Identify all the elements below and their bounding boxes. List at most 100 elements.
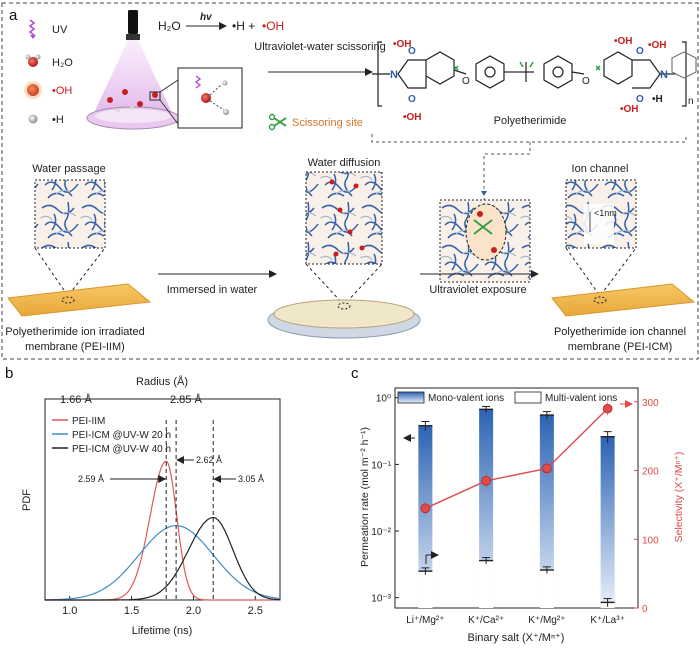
legend-uv: UV [52,24,68,36]
atom-o-ether-right: O [582,76,590,87]
title-water-passage: Water passage [32,163,106,175]
uv-wave-icon [28,19,36,36]
y-tick-label-c-right-1: 100 [642,535,659,546]
x-tick-label-c-2: K⁺/Mg²⁺ [528,615,565,626]
oh-attach-1: •OH [393,39,412,50]
legend-c-1: Mono-valent ions [428,393,504,404]
x-tick-label-c-1: K⁺/Ca²⁺ [468,615,504,626]
x-tick-label-b-3: 2.5 [248,605,263,617]
polymer-name: Polyetherimide [494,115,567,127]
oh-attach-2: •OH [403,112,422,123]
legend-h: •H [52,114,64,126]
point-sel-3 [602,403,613,414]
uv-lamp-icon [128,10,138,34]
legend-c: Mono-valent ions Multi-valent ions [397,391,617,404]
x-tick-label-b-1: 1.5 [124,605,139,617]
scissor-site-legend: Scissoring site [268,113,363,131]
oh-attach-3: •OH [614,36,633,47]
label-uv-exposure: Ultraviolet exposure [429,284,526,296]
y-tick-label-c-right-3: 300 [642,398,659,409]
panel-c-letter: c [351,365,359,382]
point-sel-0 [420,503,431,514]
caption-icm-1: Polyetherimide ion channel [554,326,686,338]
point-sel-1 [481,476,491,486]
scissoring-label: Ultraviolet-water scissoring [254,41,385,53]
hydroxyl-radical-icon [27,84,39,96]
legend-b: PEI-IIM PEI-ICM @UV-W 20 h PEI-ICM @UV-W… [52,416,171,455]
atom-o-left-bottom: O [408,94,416,105]
membrane-icm [551,283,696,317]
annot-label-b-1: 2.62 Å [196,455,222,465]
x-ticks-b: 1.0 1.5 2.0 2.5 [62,596,263,617]
uv-lamp-illustration [86,10,243,130]
legend-oh: •OH [52,85,72,97]
xlabel-c: Binary salt (X⁺/Mⁿ⁺) [468,632,565,644]
atom-o-left-top: O [408,46,416,57]
selectivity-line [420,401,613,516]
legend-b-2: PEI-ICM @UV-W 20 h [72,430,171,441]
uv-light-beam [92,40,174,117]
caption-icm-2: membrane (PEI-ICM) [568,341,673,353]
xlabel-b: Lifetime (ns) [132,625,193,637]
ylabel-c-right: Selectivity (X⁺/Mⁿ⁺) [673,452,685,543]
annot-label-b-2: 3.05 Å [238,474,264,484]
atom-n-right: N [660,69,668,81]
x-tick-label-b-0: 1.0 [62,605,77,617]
title-ion-channel: Ion channel [572,163,629,175]
y-tick-label-c-left-2: 10⁻¹ [371,460,391,471]
legend-b-1: PEI-IIM [72,416,105,427]
hydrogen-radical-icon [28,114,38,124]
x-tick-label-c-3: K⁺/La³⁺ [590,615,624,626]
bar-mono-2 [539,415,554,608]
panel-c: c Permeation rate (mol m⁻² h⁻¹) Selectiv… [351,365,685,644]
oh-attach-4: •OH [648,40,667,51]
y-tick-label-c-right-2: 200 [642,467,659,478]
reaction-oh: •OH [262,19,284,33]
uv-arrow-icon [30,35,36,39]
x-tick-label-b-2: 2.0 [186,605,201,617]
atom-o-right-bottom: O [636,94,644,105]
legend-h2o: H₂O [52,57,73,69]
annotations-b: 2.59 Å 2.62 Å 3.05 Å [78,420,264,600]
bars-c [418,405,615,608]
point-sel-2 [542,463,552,474]
scissor-region [465,203,507,261]
series-curves-b [44,460,281,601]
panel-b-letter: b [5,365,13,382]
reaction-left: H₂O [158,19,181,33]
bar-mono-3 [600,436,615,608]
top-tick-1: 1.66 Å [60,393,92,406]
bar-mono-1 [479,409,494,608]
label-immersed: Immersed in water [167,284,258,296]
bar-multi-1 [479,560,494,608]
axes-c: 10⁻³10⁻²10⁻¹10⁰0100200300Li⁺/Mg²⁺K⁺/Ca²⁺… [371,394,659,626]
plot-b-frame [44,398,281,601]
legend-c-swatch-1 [397,391,425,404]
polyetherimide-structure [372,41,697,107]
photolysis-reaction: H₂O hv •H + •OH [158,12,284,33]
polymer-atoms: N O O O O O O N •OH •OH •OH •OH •OH •H n… [390,36,694,127]
top-tick-2: 2.85 Å [170,393,202,406]
zoom-diffusion [305,171,383,265]
bar-multi-0 [418,571,433,608]
oh-attach-5: •OH [620,104,639,115]
pore-label: <1nm [594,208,617,218]
atom-o-ether-left: O [462,76,470,87]
legend-c-swatch-2 [514,391,542,404]
ylabel-b: PDF [21,489,33,511]
bar-mono-0 [418,425,433,608]
reaction-hv: hv [200,12,213,23]
annot-label-b-0: 2.59 Å [78,474,104,484]
title-water-diffusion: Water diffusion [308,157,381,169]
y-tick-label-c-left-3: 10⁰ [376,394,391,405]
caption-iim-2: membrane (PEI-IIM) [25,341,125,353]
curve-b-1 [44,524,281,601]
y-tick-label-c-left-1: 10⁻² [371,527,391,538]
reaction-h: •H + [232,19,255,33]
top-axis-label: Radius (Å) [136,375,188,388]
scissor-site-label: Scissoring site [292,117,363,129]
atom-o-right-top: O [636,46,644,57]
species-legend: UV H₂O •OH •H [24,19,73,126]
panel-a-frame [1,2,699,360]
